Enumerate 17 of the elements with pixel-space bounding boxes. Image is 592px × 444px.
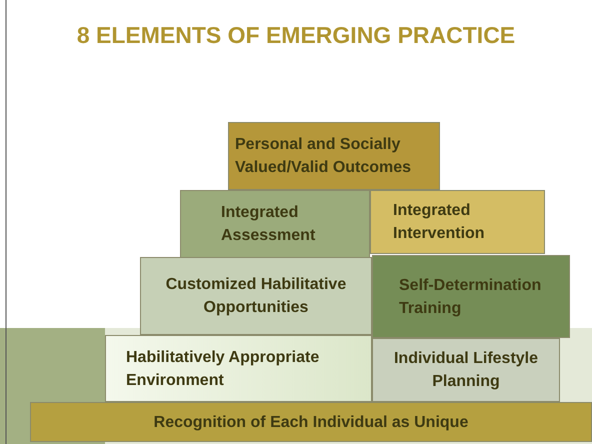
block-label: Personal and Socially Valued/Valid Outcomes <box>235 135 412 178</box>
pyramid-block <box>370 190 545 254</box>
pyramid-block <box>228 122 440 190</box>
block-label: Customized Habilitative Opportunities <box>164 275 348 318</box>
title: 8 ELEMENTS OF EMERGING PRACTICE <box>76 22 516 49</box>
block-label: Individual Lifestyle Planning <box>392 349 540 392</box>
block-label: Recognition of Each Individual as Unique <box>154 412 468 432</box>
block-label: Integrated Intervention <box>393 201 486 244</box>
pyramid-block <box>105 335 372 402</box>
block-label: Self-Determination Training <box>399 276 542 318</box>
pyramid-block <box>140 257 372 335</box>
pyramid-block <box>180 190 370 258</box>
block-label: Habilitatively Appropriate Environment <box>126 348 320 390</box>
pyramid-block <box>372 255 570 338</box>
block-label: Integrated Assessment <box>221 203 316 246</box>
pyramid-block <box>372 338 560 402</box>
pyramid-block <box>30 402 592 442</box>
